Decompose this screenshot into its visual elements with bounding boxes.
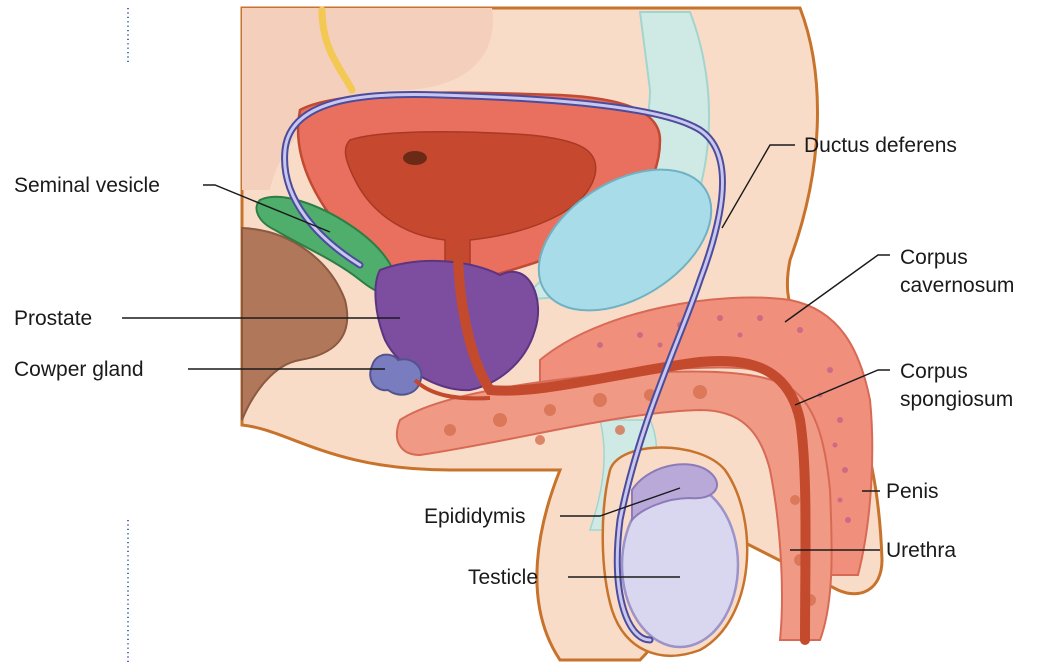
label-corpus-spongiosum-2: spongiosum xyxy=(900,388,1013,411)
label-testicle: Testicle xyxy=(468,566,538,589)
label-corpus-spongiosum-1: Corpus xyxy=(900,360,968,383)
label-corpus-cavernosum-2: cavernosum xyxy=(900,274,1014,297)
label-ductus-deferens: Ductus deferens xyxy=(804,134,957,157)
label-epididymis: Epididymis xyxy=(424,505,526,528)
ureter-opening xyxy=(403,151,427,165)
label-seminal-vesicle: Seminal vesicle xyxy=(14,174,160,197)
label-corpus-cavernosum-1: Corpus xyxy=(900,246,968,269)
label-cowper-gland: Cowper gland xyxy=(14,358,144,381)
label-prostate: Prostate xyxy=(14,307,92,330)
label-penis: Penis xyxy=(886,480,939,503)
label-urethra: Urethra xyxy=(886,539,956,562)
